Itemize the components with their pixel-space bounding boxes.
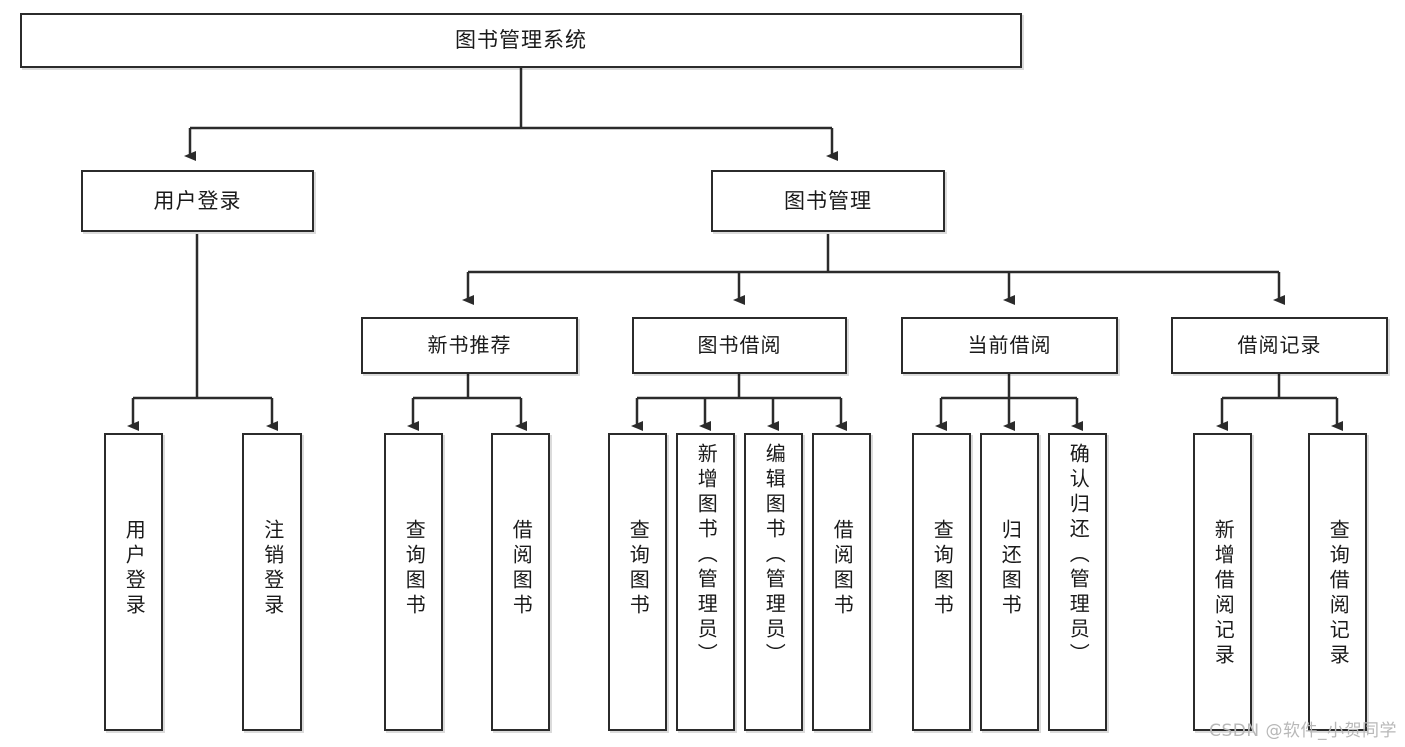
node-current-borrow[interactable]: 当前借阅 <box>901 317 1118 374</box>
node-label: 查询图书 <box>626 519 651 619</box>
node-label: 借阅图书 <box>509 519 534 619</box>
node-label: 归还图书 <box>998 519 1023 619</box>
node-new-book-recommend[interactable]: 新书推荐 <box>361 317 578 374</box>
node-label: 新增图书（管理员） <box>694 443 719 668</box>
node-label: 新书推荐 <box>427 333 512 357</box>
node-label: 查询图书 <box>402 519 427 619</box>
node-label: 新增借阅记录 <box>1211 519 1236 669</box>
node-book-management[interactable]: 图书管理 <box>711 170 945 232</box>
node-label: 借阅记录 <box>1237 333 1322 357</box>
leaf-current-borrow-return[interactable]: 归还图书 <box>980 433 1039 731</box>
node-label: 图书管理 <box>784 188 872 213</box>
leaf-borrow-record-add[interactable]: 新增借阅记录 <box>1193 433 1252 731</box>
node-label: 编辑图书（管理员） <box>762 443 787 668</box>
node-label: 图书借阅 <box>697 333 782 357</box>
node-label: 确认归还（管理员） <box>1066 443 1091 668</box>
node-user-login[interactable]: 用户登录 <box>81 170 314 232</box>
leaf-user-login-logout[interactable]: 注销登录 <box>242 433 302 731</box>
node-label: 查询借阅记录 <box>1326 519 1351 669</box>
node-borrow-records[interactable]: 借阅记录 <box>1171 317 1388 374</box>
leaf-borrow-record-query[interactable]: 查询借阅记录 <box>1308 433 1367 731</box>
leaf-book-borrow-borrow[interactable]: 借阅图书 <box>812 433 871 731</box>
leaf-book-borrow-edit-admin[interactable]: 编辑图书（管理员） <box>744 433 803 731</box>
leaf-book-borrow-query[interactable]: 查询图书 <box>608 433 667 731</box>
node-label: 查询图书 <box>930 519 955 619</box>
leaf-new-book-query[interactable]: 查询图书 <box>384 433 443 731</box>
leaf-current-borrow-confirm-return-admin[interactable]: 确认归还（管理员） <box>1048 433 1107 731</box>
watermark: CSDN @软件_小贺同学 <box>1209 721 1397 741</box>
leaf-current-borrow-query[interactable]: 查询图书 <box>912 433 971 731</box>
node-label: 注销登录 <box>260 519 285 619</box>
node-label: 用户登录 <box>153 188 242 213</box>
node-book-borrow[interactable]: 图书借阅 <box>632 317 847 374</box>
node-label: 当前借阅 <box>967 333 1052 357</box>
node-label: 图书管理系统 <box>455 28 587 53</box>
node-label: 用户登录 <box>122 519 147 619</box>
leaf-book-borrow-add-admin[interactable]: 新增图书（管理员） <box>676 433 735 731</box>
leaf-user-login-login[interactable]: 用户登录 <box>104 433 163 731</box>
node-label: 借阅图书 <box>830 519 855 619</box>
leaf-new-book-borrow[interactable]: 借阅图书 <box>491 433 550 731</box>
node-root-book-management-system[interactable]: 图书管理系统 <box>20 13 1022 68</box>
